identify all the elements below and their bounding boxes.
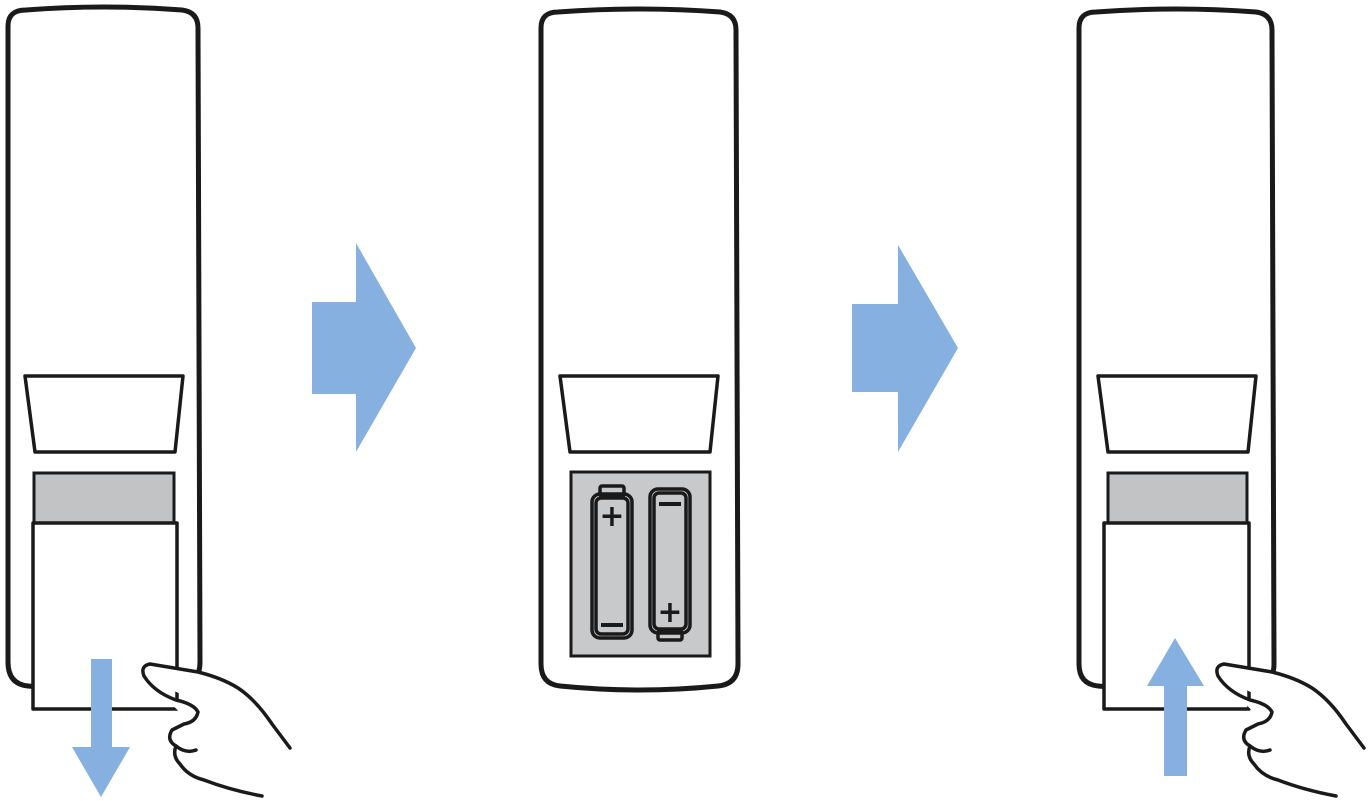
hand-pointing-icon — [1215, 662, 1366, 798]
arrow-down-icon — [72, 659, 130, 797]
battery-cover-gray-band — [32, 471, 176, 525]
battery-left: + — [590, 484, 634, 640]
battery-right: + — [648, 487, 692, 642]
minus-terminal-mark — [659, 502, 681, 506]
step-3-remote — [1076, 6, 1366, 798]
minus-terminal-mark — [601, 623, 623, 627]
step-1-remote — [5, 4, 292, 798]
next-step-arrow-icon — [852, 245, 958, 452]
battery-cover-gray-band — [1106, 471, 1249, 525]
hand-pointing-icon — [141, 662, 292, 798]
ir-window — [1096, 374, 1258, 454]
ir-window — [23, 374, 185, 454]
ir-window — [558, 374, 720, 454]
next-step-arrow-icon — [312, 243, 416, 452]
plus-terminal-label: + — [599, 499, 624, 534]
arrow-up-icon — [1147, 638, 1204, 776]
plus-terminal-label: + — [657, 595, 682, 630]
step-2-remote: + + — [538, 6, 741, 693]
